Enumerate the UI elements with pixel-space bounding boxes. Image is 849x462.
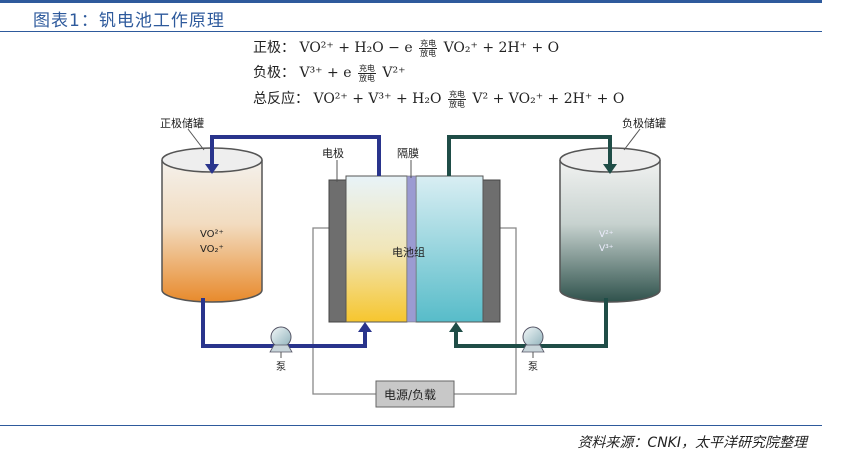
total-eq-arrow: 充电 放电 — [447, 89, 466, 109]
negative-species-2: V³⁺ — [599, 244, 614, 254]
figure-title: 图表1：钒电池工作原理 — [33, 11, 225, 31]
electrode-label: 电极 — [322, 146, 344, 160]
negative-tank-leader — [623, 128, 641, 151]
footer-divider — [0, 425, 822, 426]
negative-flow-arrow-up — [449, 322, 463, 332]
total-charge-label: 充电 — [447, 89, 466, 100]
positive-equation: 正极： VO²⁺ + H₂O − e 充电 放电 VO₂⁺ + 2H⁺ + O — [253, 37, 559, 58]
positive-flow-top — [210, 135, 381, 176]
positive-discharge-label: 放电 — [420, 48, 437, 58]
negative-half-cell — [415, 175, 484, 323]
left-pump-label: 泵 — [276, 361, 286, 373]
total-eq-right: V² + VO₂⁺ + 2H⁺ + O — [472, 91, 625, 107]
positive-species-1: VO²⁺ — [200, 229, 224, 240]
negative-eq-arrow: 充电 放电 — [357, 63, 376, 83]
negative-flow-arrow-down — [603, 164, 617, 174]
positive-species-2: VO₂⁺ — [200, 244, 224, 255]
total-discharge-label: 放电 — [448, 99, 465, 109]
positive-tank-leader — [187, 128, 205, 151]
negative-flow-top — [447, 135, 612, 176]
negative-equation: 负极： V³⁺ + e 充电 放电 V²⁺ — [253, 62, 406, 83]
total-equation: 总反应： VO²⁺ + V³⁺ + H₂O 充电 放电 V² + VO₂⁺ + … — [253, 88, 624, 109]
negative-eq-left: V³⁺ + e — [299, 65, 352, 81]
negative-eq-right: V²⁺ — [382, 65, 406, 81]
right-pump-label: 泵 — [528, 361, 538, 373]
power-wire-left — [312, 227, 376, 395]
negative-discharge-label: 放电 — [358, 73, 375, 83]
positive-tank-label: 正极储罐 — [160, 116, 204, 130]
source-note: 资料来源：CNKI，太平洋研究院整理 — [577, 435, 807, 451]
positive-half-cell — [345, 175, 408, 323]
right-pump-icon — [521, 326, 545, 353]
negative-tank-label: 负极储罐 — [622, 116, 666, 130]
power-load-box — [375, 380, 455, 408]
membrane-label: 隔膜 — [397, 147, 419, 160]
positive-eq-right: VO₂⁺ + 2H⁺ + O — [443, 40, 560, 56]
stack-label: 电池组 — [392, 245, 425, 259]
positive-flow-arrow-up — [358, 322, 372, 332]
negative-charge-label: 充电 — [357, 63, 376, 74]
negative-eq-label: 负极： — [253, 65, 295, 81]
total-eq-left: VO²⁺ + V³⁺ + H₂O — [313, 91, 442, 107]
left-pump-icon — [269, 326, 293, 353]
positive-charge-label: 充电 — [419, 38, 438, 49]
total-eq-label: 总反应： — [253, 91, 309, 107]
positive-eq-arrow: 充电 放电 — [419, 38, 438, 58]
right-electrode — [482, 179, 501, 323]
left-electrode — [328, 179, 347, 323]
power-load-label: 电源/负载 — [384, 388, 436, 402]
title-bar: 图表1：钒电池工作原理 — [0, 0, 822, 32]
power-wire-right — [454, 227, 517, 395]
positive-flow-arrow-down — [205, 164, 219, 174]
positive-eq-label: 正极： — [253, 40, 295, 56]
negative-species-1: V²⁺ — [599, 230, 614, 240]
positive-eq-left: VO²⁺ + H₂O − e — [299, 40, 413, 56]
